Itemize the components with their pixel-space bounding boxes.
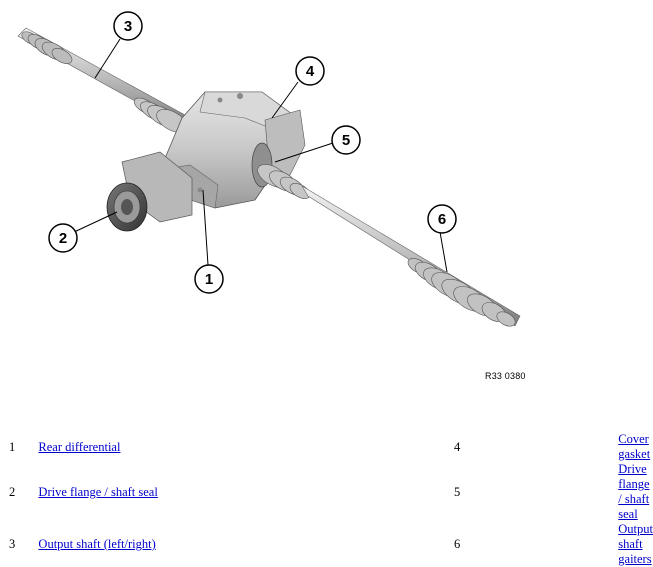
- callout-5: 5: [331, 125, 361, 155]
- right-output-shaft: [301, 185, 521, 327]
- link-cover-gasket[interactable]: Cover gasket: [618, 432, 651, 461]
- left-output-shaft: [17, 27, 188, 133]
- legend-row: 3 Output shaft (left/right) 6 Output sha…: [0, 522, 653, 567]
- link-output-shaft-gaiters[interactable]: Output shaft gaiters: [618, 522, 653, 566]
- legend-number: 4: [454, 439, 461, 454]
- drive-flange-right: [251, 142, 311, 199]
- link-drive-flange-shaft-seal-2[interactable]: Drive flange / shaft seal: [618, 462, 650, 521]
- callout-1-label: 1: [205, 271, 213, 288]
- legend-row: 1 Rear differential 4 Cover gasket: [0, 432, 653, 462]
- drive-flange-front: [106, 182, 148, 232]
- legend-number: 6: [454, 537, 461, 551]
- callout-2-label: 2: [59, 230, 67, 247]
- callout-2: 2: [48, 223, 78, 253]
- figure-reference: R33 0380: [485, 371, 526, 381]
- legend-number: 3: [9, 537, 16, 551]
- callout-3: 3: [113, 11, 143, 41]
- callout-6: 6: [427, 204, 457, 234]
- callout-1: 1: [194, 264, 224, 294]
- leader-lines: [71, 38, 448, 273]
- legend-number: 5: [454, 484, 461, 499]
- callout-6-label: 6: [438, 211, 446, 228]
- legend-number: 1: [9, 439, 16, 454]
- link-drive-flange-shaft-seal-1[interactable]: Drive flange / shaft seal: [38, 484, 158, 499]
- callout-4: 4: [295, 56, 325, 86]
- callout-4-label: 4: [306, 63, 315, 80]
- callout-3-label: 3: [124, 18, 132, 35]
- legend-number: 2: [9, 484, 16, 499]
- callout-5-label: 5: [342, 132, 350, 149]
- rear-axle-diagram: 3 4 5 6 2 1: [17, 11, 521, 327]
- link-rear-differential[interactable]: Rear differential: [38, 439, 121, 454]
- link-output-shaft[interactable]: Output shaft (left/right): [38, 537, 156, 551]
- legend-row: 2 Drive flange / shaft seal 5 Drive flan…: [0, 462, 653, 522]
